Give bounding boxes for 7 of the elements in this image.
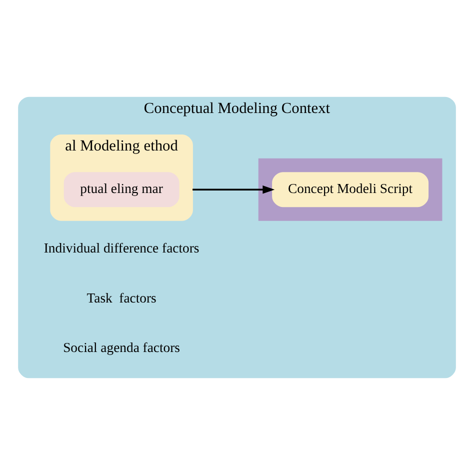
node-box: ptual eling mar (64, 172, 180, 207)
label: Social agenda factors (63, 339, 180, 354)
label: Task factors (86, 290, 156, 305)
cluster (258, 158, 442, 220)
node-box: Concept Modeli Script (272, 172, 429, 207)
arrow (192, 184, 275, 194)
label: Individual difference factors (44, 240, 200, 256)
